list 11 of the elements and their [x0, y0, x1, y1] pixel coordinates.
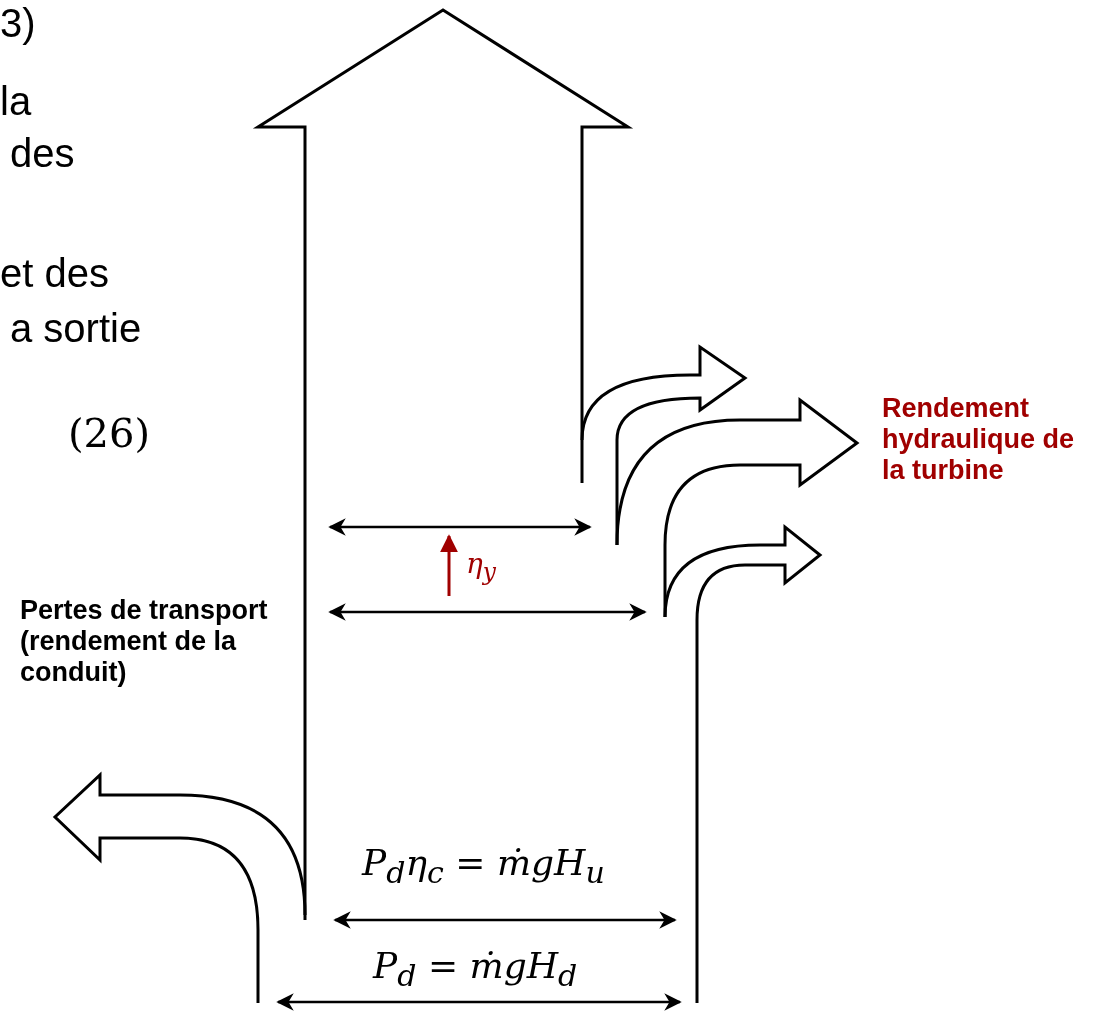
power-formula: P$_{d}$ = ṁgH$_{d}$ — [373, 945, 578, 994]
text-fragment: la — [0, 78, 32, 124]
power-formula: P$_{d}$η$_{c}$ = ṁgH$_{u}$ — [362, 842, 605, 891]
text-fragment: 3) — [0, 0, 36, 46]
text-fragment: a sortie — [10, 305, 142, 351]
text-fragment: des — [10, 130, 75, 176]
equation-number: (26) — [68, 410, 151, 456]
efficiency-symbol: η$_{y}$ — [466, 548, 496, 586]
flow-label: Rendement hydraulique de la turbine — [882, 393, 1076, 487]
flow-label: Pertes de transport (rendement de la conduit) — [20, 595, 269, 689]
text-fragment: et des — [0, 250, 109, 296]
